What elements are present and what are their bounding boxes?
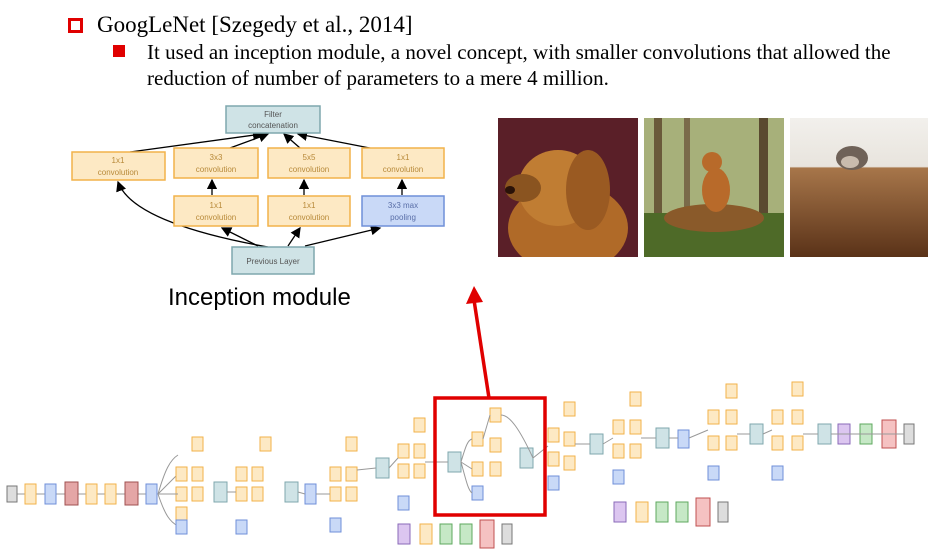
bullet-level1-text: GoogLeNet [Szegedy et al., 2014]	[97, 12, 413, 37]
bottom-conv-1x1-a: 1x1 convolution	[173, 195, 259, 227]
filter-concatenation-node: Filter concatenation	[225, 105, 321, 134]
golden-retriever-image	[498, 118, 638, 257]
dog-photo-bulldog-table	[790, 118, 928, 257]
top-conv-1x1-a-line1: 1x1	[112, 156, 125, 165]
bullet-level1: GoogLeNet [Szegedy et al., 2014]	[68, 12, 413, 38]
bottom-max-pooling: 3x3 max pooling	[361, 195, 445, 227]
bottom-conv-1x1-b: 1x1 convolution	[267, 195, 351, 227]
filter-concat-line2: concatenation	[248, 121, 298, 130]
filter-concat-line1: Filter	[264, 110, 282, 119]
top-conv-1x1-b-line2: convolution	[383, 165, 423, 174]
inception-module-caption: Inception module	[168, 284, 351, 311]
top-conv-1x1-b: 1x1 convolution	[361, 147, 445, 179]
top-conv-1x1-b-line1: 1x1	[397, 153, 410, 162]
dog-photo-puppy-forest	[644, 118, 784, 257]
bottom-max-pooling-line2: pooling	[390, 213, 416, 222]
solid-square-bullet-icon	[113, 45, 125, 57]
top-conv-5x5-line2: convolution	[289, 165, 329, 174]
top-conv-5x5-line1: 5x5	[303, 153, 316, 162]
dog-photo-golden-retriever	[498, 118, 638, 257]
highlight-inception-box	[433, 396, 547, 517]
top-conv-3x3-line2: convolution	[196, 165, 236, 174]
red-arrow-line	[472, 299, 491, 399]
bottom-max-pooling-line1: 3x3 max	[388, 201, 418, 210]
bulldog-table-image	[790, 118, 928, 257]
top-conv-1x1-a-line2: convolution	[98, 168, 138, 177]
bottom-conv-1x1-a-line1: 1x1	[210, 201, 223, 210]
top-conv-3x3-line1: 3x3	[210, 153, 223, 162]
top-conv-3x3: 3x3 convolution	[173, 147, 259, 179]
bottom-conv-1x1-b-line1: 1x1	[303, 201, 316, 210]
red-arrow-head-icon	[466, 286, 483, 304]
bottom-conv-1x1-b-line2: convolution	[289, 213, 329, 222]
bullet-level2: It used an inception module, a novel con…	[113, 39, 907, 91]
bottom-conv-1x1-a-line2: convolution	[196, 213, 236, 222]
previous-layer-node: Previous Layer	[231, 246, 315, 275]
top-conv-1x1-a: 1x1 convolution	[71, 151, 166, 181]
googlenet-architecture-strip	[6, 381, 915, 549]
top-conv-5x5: 5x5 convolution	[267, 147, 351, 179]
hollow-square-bullet-icon	[68, 17, 83, 33]
previous-layer-label: Previous Layer	[246, 257, 300, 266]
bullet-level2-text: It used an inception module, a novel con…	[147, 40, 891, 90]
puppy-forest-image	[644, 118, 784, 257]
